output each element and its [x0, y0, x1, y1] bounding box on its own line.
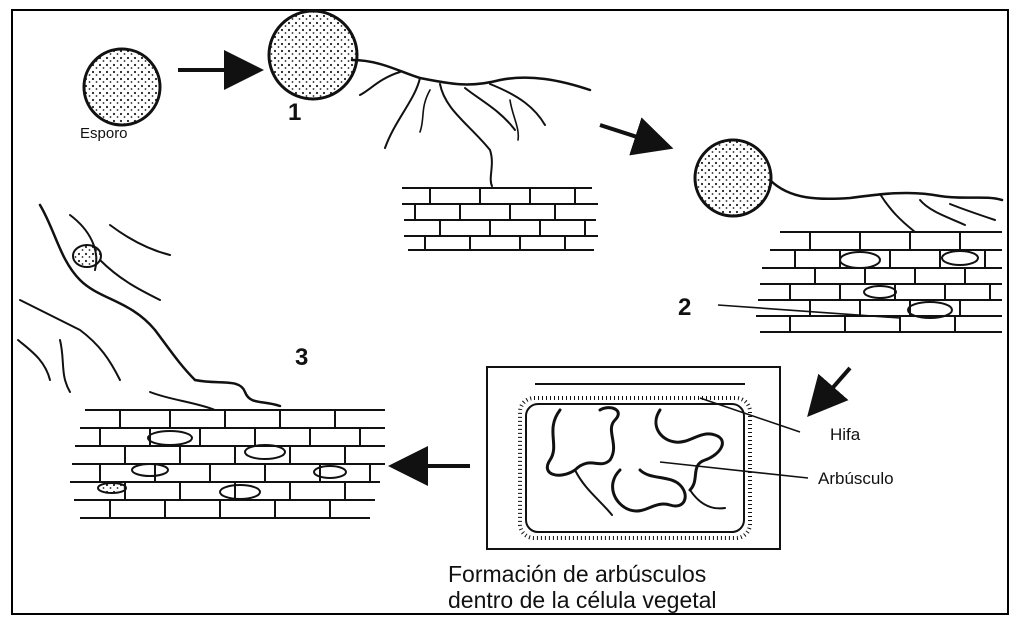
caption-line-1: Formación de arbúsculos: [448, 561, 706, 587]
arbuscule-label: Arbúsculo: [818, 469, 894, 488]
root-tissue-3: [70, 410, 385, 518]
stage-1-number: 1: [288, 99, 301, 126]
arrow-2-to-box: [815, 368, 850, 408]
spore-label: Esporo: [80, 125, 128, 142]
arbuscule-cell-box: [487, 367, 780, 549]
stage-3-number: 3: [295, 344, 308, 371]
root-tissue-1: [402, 188, 598, 250]
stage-2-number: 2: [678, 294, 691, 321]
caption-line-2: dentro de la célula vegetal: [448, 587, 717, 613]
hyphal-network-3: [18, 205, 280, 410]
germinating-spore: [269, 11, 590, 186]
hypha-label: Hifa: [830, 425, 861, 444]
spore: [84, 49, 160, 125]
arrow-1-to-2: [600, 125, 662, 145]
spore-stage-2: [695, 140, 1002, 232]
